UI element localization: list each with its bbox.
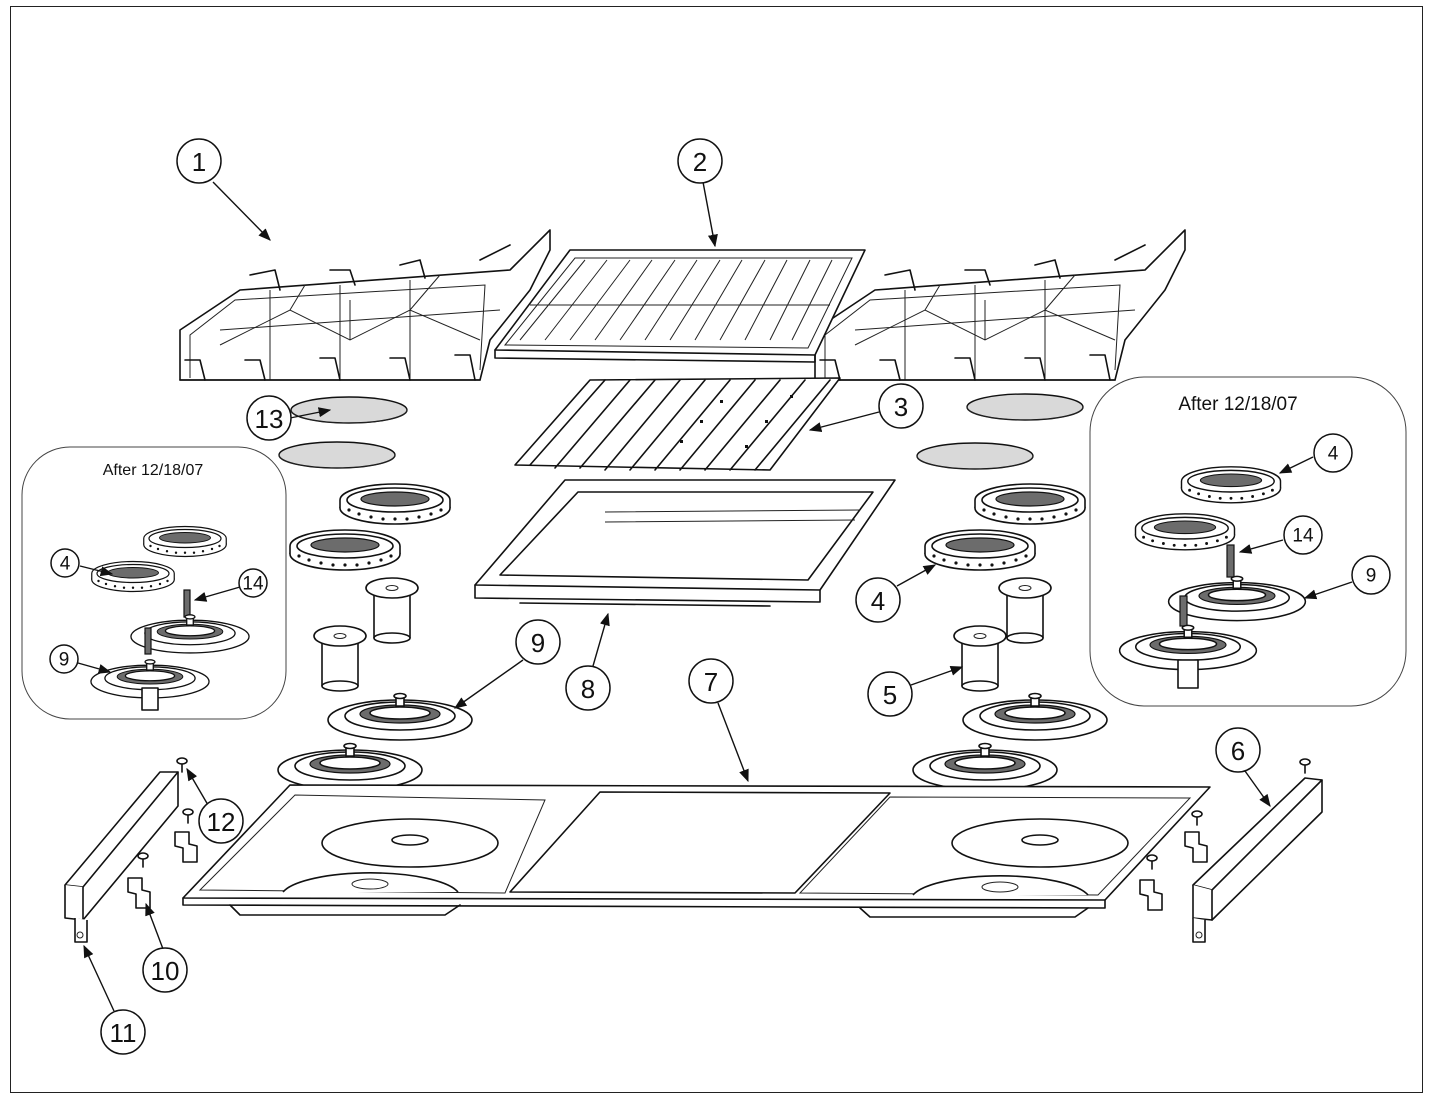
left-cap-disk-1 [290, 396, 408, 424]
callout-inset-right-9-label: 9 [1366, 566, 1377, 587]
callout-12-label: 12 [207, 807, 236, 837]
callout-8-label: 8 [581, 674, 595, 704]
screw-right-a [1299, 758, 1311, 774]
callout-inset-right-4 [1313, 433, 1353, 473]
callout-4-main [855, 577, 901, 623]
callout-inset-right-9 [1351, 555, 1391, 595]
callout-7-label: 7 [704, 667, 718, 697]
left-cap-disk-2 [278, 441, 396, 469]
radiant-plates [514, 377, 841, 471]
inset-left-title: After 12/18/07 [103, 462, 204, 479]
right-burner-head-2 [924, 529, 1036, 571]
callout-1-label: 1 [192, 147, 206, 177]
callout-inset-left-14 [238, 568, 268, 598]
screw-12-c [137, 852, 149, 868]
callout-7 [688, 658, 734, 704]
callout-1 [176, 138, 222, 184]
right-burner-base-1 [962, 692, 1108, 741]
right-burner-head-1 [974, 483, 1086, 525]
callout-12 [198, 798, 244, 844]
callout-5-label: 5 [883, 680, 897, 710]
callout-8 [565, 665, 611, 711]
callout-10 [142, 947, 188, 993]
left-burner-base-2 [277, 742, 423, 791]
callout-inset-left-9-label: 9 [59, 650, 70, 671]
right-burner-base-2 [912, 742, 1058, 791]
callout-inset-right-14 [1283, 515, 1323, 555]
right-cap-disk-1 [966, 393, 1084, 421]
left-venturi-2 [313, 625, 367, 692]
callout-5 [867, 671, 913, 717]
callout-inset-left-9 [49, 644, 79, 674]
left-side-trim [64, 771, 179, 943]
right-cap-disk-2 [916, 442, 1034, 470]
callout-inset-right-4-label: 4 [1328, 444, 1339, 465]
left-venturi-1 [365, 577, 419, 644]
clip-left-a [174, 831, 198, 863]
callout-2 [677, 138, 723, 184]
right-venturi-2 [953, 625, 1007, 692]
char-grill-grate [494, 249, 866, 363]
callout-11 [100, 1009, 146, 1055]
inset-right: After 12/18/07 [1089, 376, 1407, 707]
left-burner-head-2 [289, 529, 401, 571]
callout-13 [246, 395, 292, 441]
callout-10-label: 10 [151, 956, 180, 986]
griddle-frame [474, 479, 896, 607]
callout-3 [878, 383, 924, 429]
inset-left: After 12/18/07 [21, 446, 287, 720]
clip-right-a [1184, 831, 1208, 863]
main-burner-box [182, 784, 1211, 918]
clip-right-b [1139, 879, 1163, 911]
callout-inset-left-14-label: 14 [242, 574, 264, 595]
left-burner-head-1 [339, 483, 451, 525]
callout-4-main-label: 4 [871, 586, 885, 616]
screw-right-c [1146, 854, 1158, 870]
callout-inset-left-4-label: 4 [60, 554, 71, 575]
inset-right-title: After 12/18/07 [1178, 394, 1297, 415]
screw-12-a [176, 757, 188, 773]
drawing-frame [10, 6, 1423, 1093]
callout-9-main-label: 9 [531, 628, 545, 658]
right-side-trim [1192, 777, 1323, 943]
right-venturi-1 [998, 577, 1052, 644]
callout-3-label: 3 [894, 392, 908, 422]
screw-12-b [182, 808, 194, 824]
callout-9-main [515, 619, 561, 665]
right-grate [814, 229, 1186, 381]
clip-10 [127, 877, 151, 909]
callout-6 [1215, 727, 1261, 773]
callout-2-label: 2 [693, 147, 707, 177]
callout-6-label: 6 [1231, 736, 1245, 766]
callout-13-label: 13 [255, 404, 284, 434]
left-burner-base-1 [327, 692, 473, 741]
screw-right-b [1191, 810, 1203, 826]
callout-11-label: 11 [110, 1018, 137, 1048]
callout-inset-left-4 [50, 548, 80, 578]
callout-inset-right-14-label: 14 [1292, 526, 1314, 547]
